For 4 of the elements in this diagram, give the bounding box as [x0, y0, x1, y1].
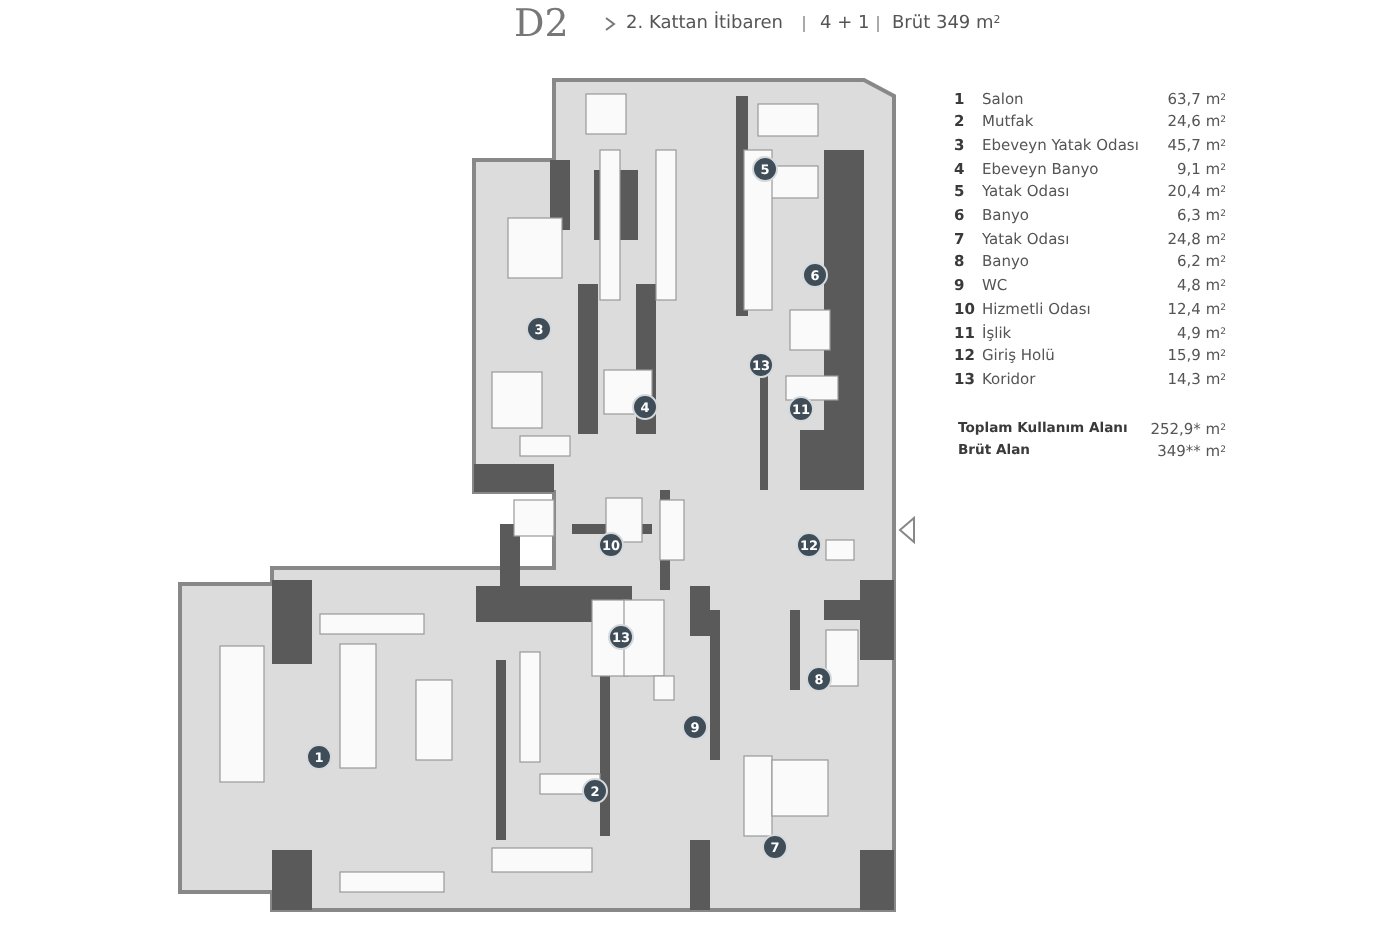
unit-title: D2 [514, 6, 569, 44]
header-text: 2. Kattan İtibaren [626, 16, 783, 34]
header-text: 4 + 1 [820, 16, 870, 34]
header-text: Brüt 349 m$^{2}$ [892, 16, 1001, 34]
